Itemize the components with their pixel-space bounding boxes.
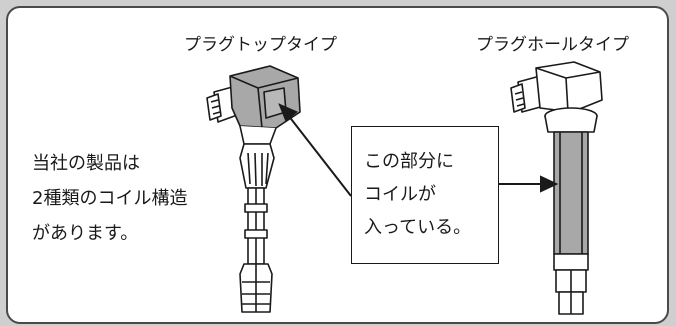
- coil-tube-highlight: [553, 131, 589, 255]
- callout-box: この部分に コイルが 入っている。: [351, 126, 499, 264]
- plug-hole-coil: [510, 61, 603, 315]
- description-text: 当社の製品は 2種類のコイル構造 があります。: [32, 146, 187, 251]
- description-line: があります。: [32, 223, 139, 244]
- diagram-panel: プラグトップタイプ プラグホールタイプ 当社の製品は 2種類のコイル構造 があり…: [6, 6, 669, 324]
- label-plug-top-type: プラグトップタイプ: [184, 35, 337, 55]
- label-plug-hole-type: プラグホールタイプ: [476, 35, 629, 55]
- callout-arrows: [278, 103, 559, 197]
- description-line: 2種類のコイル構造: [32, 188, 188, 209]
- callout-line: 入っている。: [364, 217, 472, 238]
- ignition-coil-illustrations: [206, 61, 603, 315]
- description-line: 当社の製品は: [32, 153, 140, 174]
- callout-line: この部分に: [364, 151, 454, 172]
- callout-line: コイルが: [364, 184, 436, 205]
- plug-top-coil: [206, 65, 301, 313]
